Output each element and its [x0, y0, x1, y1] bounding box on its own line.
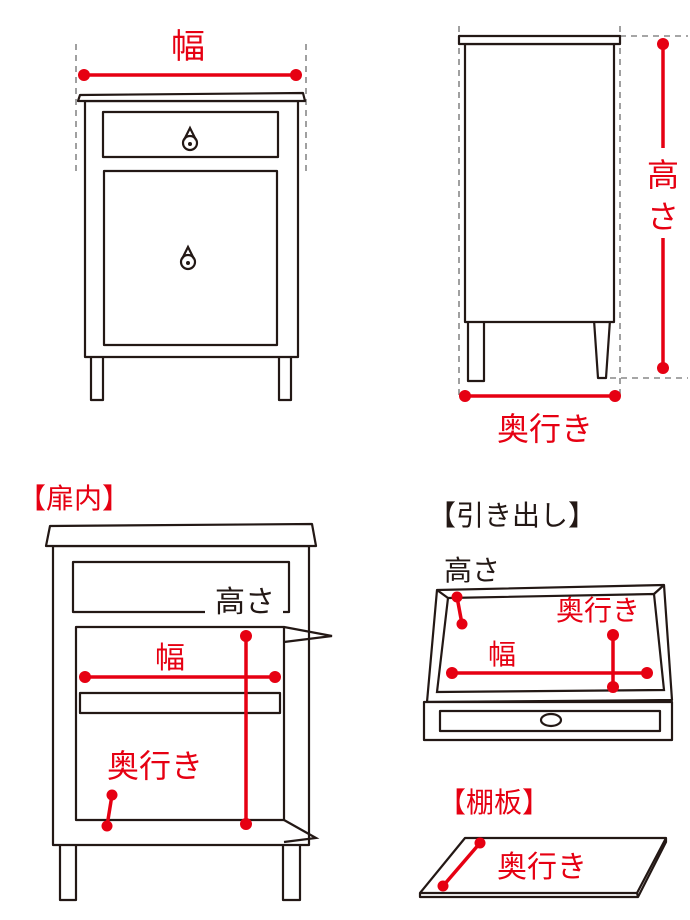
- side-view: 高 さ 奥行き: [457, 26, 688, 448]
- leg: [89, 353, 105, 402]
- width-label: 幅: [488, 638, 516, 671]
- cabinet-top: [44, 522, 318, 548]
- cabinet-top: [457, 34, 622, 46]
- measure-point: [290, 69, 302, 81]
- leg: [58, 841, 78, 902]
- width-label: 幅: [155, 641, 185, 676]
- section-title: 【棚板】: [438, 786, 550, 819]
- keyhole-icon: [181, 125, 199, 152]
- leg: [281, 841, 302, 902]
- depth-label: 奥行き: [556, 594, 640, 627]
- interior-opening: [74, 625, 286, 822]
- leg: [466, 318, 486, 383]
- drawer-knob: [539, 712, 563, 728]
- open-door: [283, 625, 333, 644]
- width-label: 幅: [171, 27, 205, 67]
- door-interior-view: 【扉内】 高さ 幅 奥行き: [18, 482, 333, 902]
- front-view: 幅: [75, 27, 307, 402]
- depth-label: 奥行き: [497, 410, 593, 448]
- keyhole-icon: [179, 244, 197, 271]
- height-label: さ: [647, 198, 679, 236]
- shelf-view: 【棚板】 奥行き: [418, 786, 668, 899]
- height-label: 高: [647, 156, 679, 194]
- door: [102, 169, 279, 347]
- depth-measure-line: [441, 841, 482, 888]
- depth-label: 奥行き: [497, 850, 587, 885]
- drawer-view: 【引き出し】 高さ 奥行き 幅: [422, 499, 674, 742]
- measure-point: [78, 69, 90, 81]
- section-title: 【扉内】: [18, 482, 130, 515]
- cabinet-top: [76, 91, 307, 103]
- section-title: 【引き出し】: [428, 499, 596, 532]
- leg: [277, 353, 293, 402]
- interior-shelf: [78, 691, 282, 715]
- leg: [592, 318, 612, 380]
- depth-label: 奥行き: [107, 747, 203, 785]
- height-label: 高さ: [215, 585, 275, 620]
- cabinet-side: [463, 42, 616, 324]
- height-label: 高さ: [444, 554, 500, 587]
